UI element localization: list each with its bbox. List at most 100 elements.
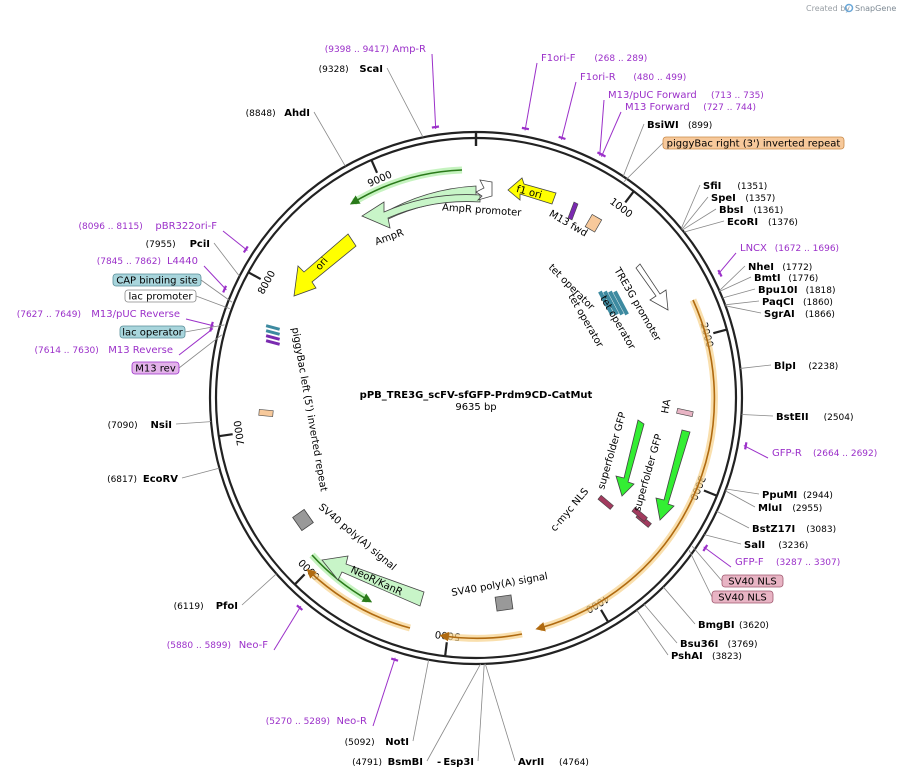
primer-leader-line	[185, 318, 214, 327]
site-sfii[interactable]: SfiI(1351)	[680, 181, 767, 229]
site-blpi[interactable]: BlpI(2238)	[740, 361, 838, 372]
sfgfp-arrow-1[interactable]	[615, 419, 645, 497]
ampr-label: AmpR	[374, 227, 406, 248]
ampr-promoter-arrow[interactable]	[475, 179, 493, 201]
site-bsu36i[interactable]: Bsu36I(3769)	[643, 603, 758, 650]
primer-name: Neo-R	[337, 716, 368, 727]
site-leader-line	[680, 184, 701, 229]
site-noti[interactable]: NotI(5092)	[345, 659, 430, 748]
primer-m13-reverse[interactable]: (7614 .. 7630)M13 Reverse	[35, 324, 214, 356]
boxed-leader-line	[623, 142, 664, 183]
site-name: ScaI	[359, 64, 383, 75]
site-scai[interactable]: ScaI(9328)	[319, 64, 424, 138]
neor-kanr-arrow[interactable]	[321, 555, 425, 607]
tre3g-promoter-arrow[interactable]	[635, 263, 669, 311]
site-ppumi[interactable]: PpuMI(2944)	[725, 488, 833, 501]
primer-neo-r[interactable]: (5270 .. 5289)Neo-R	[266, 657, 399, 727]
site-position: (4764)	[559, 758, 589, 768]
primer-range: (9398 .. 9417)	[325, 45, 389, 55]
site-ecorv[interactable]: EcoRV(6817)	[107, 467, 220, 485]
site-bsmbi[interactable]: BsmBI(4791)	[352, 663, 481, 768]
site-position: (1361)	[753, 206, 783, 216]
site-bstz17i[interactable]: BstZ17I(3083)	[716, 510, 836, 535]
primer-mark	[296, 604, 304, 611]
site-leader-line	[725, 490, 756, 508]
primer-m13-forward[interactable]: M13 Forward(727 .. 744)	[598, 102, 756, 158]
site-leader-line	[643, 603, 678, 644]
primer-range: (727 .. 744)	[703, 103, 756, 113]
site-name: MluI	[758, 503, 782, 514]
boxed-feature-cap-binding-site[interactable]: CAP binding site	[112, 273, 233, 303]
primer-neo-f[interactable]: (5880 .. 5899)Neo-F	[167, 604, 304, 651]
site-name: NsiI	[151, 420, 172, 431]
site-position: (1776)	[788, 274, 818, 284]
boxed-feature-sv40-nls[interactable]: SV40 NLS	[688, 550, 774, 604]
site-name: BsmBI	[388, 757, 423, 768]
site-leader-line	[386, 67, 424, 138]
site-position: (1818)	[806, 286, 836, 296]
tick-mark	[713, 328, 728, 335]
primer-mark	[521, 126, 530, 131]
site-bsteii[interactable]: BstEII(2504)	[741, 412, 854, 423]
boxed-feature-lac-promoter[interactable]: lac promoter	[124, 289, 230, 310]
site-spei[interactable]: SpeI(1357)	[681, 193, 775, 230]
boxed-feature-piggybac-right-3-inverted-repeat[interactable]: piggyBac right (3') inverted repeat	[623, 136, 845, 183]
primer-f1ori-f[interactable]: F1ori-F(268 .. 289)	[521, 53, 647, 131]
site-sali[interactable]: SalI(3236)	[704, 534, 808, 551]
site-ecori[interactable]: EcoRI(1376)	[683, 217, 798, 233]
primer-l4440[interactable]: (7845 .. 7862)L4440	[97, 256, 228, 293]
primer-f1ori-r[interactable]: F1ori-R(480 .. 499)	[558, 72, 687, 141]
site-leader-line	[722, 288, 756, 299]
sv40-polya-box-1	[494, 594, 514, 612]
sfgfp-arrow-2[interactable]	[655, 429, 691, 521]
site-name: EcoRV	[143, 474, 178, 485]
site-paqci[interactable]: PaqCI(1860)	[725, 297, 833, 308]
site-bpu10i[interactable]: Bpu10I(1818)	[722, 285, 836, 299]
site-nsii[interactable]: NsiI(7090)	[108, 420, 212, 431]
primer-gfp-r[interactable]: GFP-R(2664 .. 2692)	[743, 442, 877, 459]
ampr-arrow[interactable]	[361, 194, 481, 229]
site-bmti[interactable]: BmtI(1776)	[719, 273, 819, 292]
site-position: (2504)	[824, 413, 854, 423]
site-pcii[interactable]: PciI(7955)	[146, 239, 240, 277]
site-pfoi[interactable]: PfoI(6119)	[174, 573, 277, 612]
f1-ori-arrow[interactable]	[507, 177, 557, 205]
site-ahdi[interactable]: AhdI(8848)	[246, 108, 346, 167]
primer-lncx[interactable]: LNCX(1672 .. 1696)	[717, 243, 839, 277]
boxed-feature-lac-operator[interactable]: lac operator	[119, 324, 225, 339]
primer-name: GFP-R	[772, 448, 802, 459]
feature-box-label: lac operator	[122, 328, 183, 339]
site-name: SpeI	[711, 193, 736, 204]
site-avrii[interactable]: AvrII(4764)	[484, 663, 589, 768]
site-mlui[interactable]: MluI(2955)	[725, 490, 822, 514]
primer-amp-r[interactable]: (9398 .. 9417)Amp-R	[325, 44, 440, 130]
snapgene-brand: Created by SnapGene	[806, 3, 896, 13]
site-leader-line	[213, 242, 240, 277]
primer-gfp-f[interactable]: GFP-F(3287 .. 3307)	[702, 544, 840, 568]
primer-range: (7627 .. 7649)	[17, 310, 81, 320]
ori-arrow[interactable]	[293, 233, 357, 297]
ha-box	[676, 408, 694, 417]
site-esp3i[interactable]: Esp3I	[443, 663, 485, 768]
site-leader-line	[313, 111, 346, 167]
site-pshai[interactable]: PshAI(3823)	[636, 609, 742, 662]
boxed-feature-m13-rev[interactable]: M13 rev	[131, 334, 222, 375]
feature-box	[662, 136, 845, 150]
site-bbsi[interactable]: BbsI(1361)	[682, 205, 783, 231]
boxed-feature-sv40-nls[interactable]: SV40 NLS	[691, 545, 784, 588]
cmyc-nls-label: c-myc NLS	[549, 486, 591, 534]
site-bmgbi[interactable]: BmgBI(3620)	[662, 586, 769, 631]
primer-m13-puc-reverse[interactable]: (7627 .. 7649)M13/pUC Reverse	[17, 309, 214, 330]
brand-prefix: Created by	[806, 4, 850, 13]
site-name: BsiWI	[647, 120, 679, 131]
primer-leader-line	[560, 81, 577, 140]
primer-range: (480 .. 499)	[633, 73, 686, 83]
primer-range: (1672 .. 1696)	[775, 244, 839, 254]
sv40-polya-label-1: SV40 poly(A) signal	[451, 571, 549, 599]
site-nhei[interactable]: NheI(1772)	[719, 262, 812, 291]
site-name: PaqCI	[762, 297, 794, 308]
primer-name: Neo-F	[239, 640, 269, 651]
site-sgrai[interactable]: SgrAI(1866)	[725, 305, 835, 320]
primer-pbr322ori-f[interactable]: (8096 .. 8115)pBR322ori-F	[79, 221, 249, 254]
site-bsiwi[interactable]: BsiWI(899)	[622, 120, 712, 177]
